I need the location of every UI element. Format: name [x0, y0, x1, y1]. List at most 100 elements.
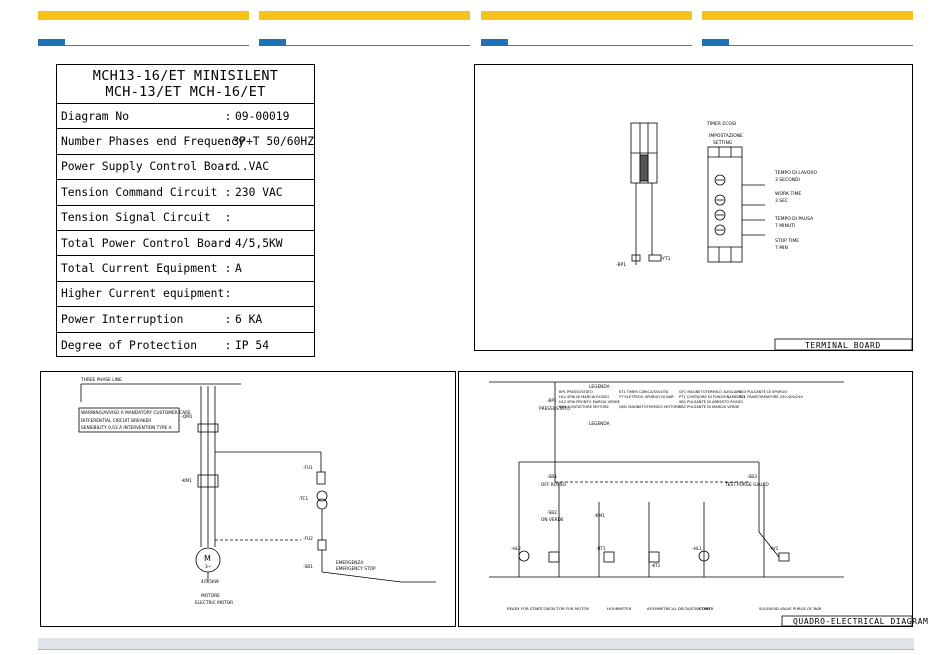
spec-row: Total Current Equipment:A	[57, 256, 314, 282]
motor-label1: MOTORE	[201, 593, 220, 599]
footer-bar	[38, 638, 914, 650]
spec-separator: :	[224, 236, 232, 250]
spec-row: Number Phases end Frequency:3P+T 50/60HZ	[57, 129, 314, 155]
tag-sb1: -SB1	[547, 474, 557, 480]
warning-line1: WARNING/AVVISO A MANDATORY CUSTOMER CARE	[81, 410, 191, 416]
tag-yv1: -YV1	[769, 546, 779, 552]
sb1-label: OFF ROSSO	[541, 482, 567, 488]
work-time-en-val: 3 SEC	[775, 198, 788, 204]
tag-fu2: -FU2	[303, 536, 313, 542]
tag-tc1: -TC1	[299, 496, 309, 502]
work-time-val: 3 SECONDI	[775, 177, 800, 183]
header-rule-2	[259, 45, 470, 46]
terminal-board-label: TERMINAL BOARD	[805, 341, 881, 350]
control-circuit-panel: LEGENDA LEGENDA -BP1 PRESSOSTATO -SB1 OF…	[458, 371, 928, 627]
spec-row: Diagram No:09-00019	[57, 104, 314, 130]
spec-label: Number Phases end Frequency	[61, 135, 245, 149]
tag-fu1: -FU1	[303, 465, 313, 471]
legend-line: YT ELETTROV. SPURGO DI BAR	[619, 395, 674, 399]
legend-line: QM1 MAGNETOTERMICO MOTORE	[619, 405, 681, 409]
spec-separator: :	[223, 135, 231, 149]
control-circuit-drawing: LEGENDA LEGENDA -BP1 PRESSOSTATO -SB1 OF…	[489, 381, 913, 627]
motor-phase: 3~	[205, 564, 212, 570]
spec-table: MCH13-16/ET MINISILENT MCH-13/ET MCH-16/…	[56, 64, 315, 357]
stop-time: STOP TIME	[775, 238, 799, 244]
bottom-label: CONTACTOR FOR MOTOR	[541, 606, 589, 611]
header-tab-1	[38, 39, 65, 46]
emergency-stop: EMERGENCY STOP	[336, 566, 376, 572]
bottom-label: ASYMMETRICAL DELTA/STAR TIMER	[647, 606, 714, 611]
legend-line: TC1 TRASFORMATORE 230-400/24V	[738, 395, 804, 399]
legend-line: KT1 TIMER CARICA/SVUOTA	[619, 390, 669, 394]
work-time-en: WORK TIME	[775, 191, 801, 197]
sb3-label: TEST PURGE GIALLO	[724, 482, 769, 488]
legend-title2: LEGENDA	[589, 421, 610, 427]
spec-label: Diagram No	[61, 109, 130, 123]
tag-qm1: -QM1	[181, 414, 193, 420]
spec-separator: :	[224, 338, 232, 352]
timer-setting-en: SETTING	[713, 140, 733, 146]
header-bar-3	[481, 11, 692, 20]
tag-sb2: -SB2	[547, 510, 557, 516]
bottom-label: START	[699, 606, 711, 611]
spec-title-line2: MCH-13/ET MCH-16/ET	[105, 84, 266, 100]
spec-row: Tension Signal Circuit:	[57, 206, 314, 231]
spec-label: Higher Current equipment	[61, 287, 225, 301]
tag-rt1: -RT1	[596, 546, 606, 552]
legend-line: KM1 CONTATTORE MOTORE	[559, 405, 610, 409]
spec-value: A	[235, 262, 242, 276]
tag-hl1: -HL1	[692, 546, 702, 552]
spec-value: 09-00019	[235, 109, 290, 123]
three-phase-label: THREE PHASE LINE	[80, 377, 122, 383]
spec-label: Tension Signal Circuit	[61, 211, 211, 225]
tag-sb1: -SB1	[303, 564, 313, 570]
spec-row: Power Supply Control Board:..VAC	[57, 155, 314, 181]
legend-line: SB1 PULSANTE DI ARRESTO ROSSO	[679, 400, 743, 404]
motor-label2: ELECTRIC MOTOR	[195, 600, 233, 606]
legend-line: HL1 SPIA DI MARCIA ROSSO	[559, 395, 609, 399]
spec-row: Power Interruption:6 KA	[57, 307, 314, 333]
sb2-label: ON VERDE	[541, 517, 564, 523]
spec-row: Tension Command Circuit:230 VAC	[57, 180, 314, 206]
spec-value: 3P+T 50/60HZ	[232, 135, 314, 149]
quadro-electrical-label: QUADRO-ELECTRICAL DIAGRAM	[793, 617, 929, 626]
spec-label: Power Supply Control Board	[61, 160, 238, 174]
warning-line2: DIFFERENTIAL CIRCUIT BREAKER	[81, 418, 151, 424]
legend-line: PT1 CONTAORE DI FUNZIONAMENTO	[679, 395, 745, 399]
legend-line: BP1 PRESSOSTATO	[559, 390, 593, 394]
bottom-label: SOLENOID VALVE PURGE OF BAR	[759, 606, 822, 611]
power-circuit-drawing: THREE PHASE LINE WARNING/AVVISO A MANDAT…	[78, 377, 436, 606]
header-bar-1	[38, 11, 249, 20]
header-tab-2	[259, 39, 286, 46]
header-rule-3	[481, 45, 692, 46]
tag-kt1: -KT1	[651, 563, 661, 569]
legend-line: HL2 SPIA PRONTO MARCIA VERDE	[559, 400, 621, 404]
legend-line: SB3 PULSANTE DI SPURGO	[739, 390, 787, 394]
tag-sb3: -SB3	[747, 474, 757, 480]
spec-separator: :	[224, 312, 232, 326]
header-tab-3	[481, 39, 508, 46]
timer-title: TIMER ECOSI	[706, 121, 736, 127]
bottom-label: HOURMETER	[607, 606, 632, 611]
legend-title: LEGENDA	[589, 384, 610, 390]
timer-setting: IMPOSTAZIONE	[709, 133, 743, 139]
spec-row: Total Power Control Board:4/5,5KW	[57, 231, 314, 257]
spec-label: Degree of Protection	[61, 338, 198, 352]
motor-tag: M	[204, 554, 211, 563]
spec-label: Total Current Equipment	[61, 262, 218, 276]
stop-time-val: 7 MIN	[775, 245, 788, 251]
spec-separator: :	[224, 287, 232, 301]
spec-value: 6 KA	[235, 312, 263, 326]
legend-line: SB2 PULSANTE DI MARCIA VERDE	[679, 405, 740, 409]
bp1-label: PRESSOSTATO	[539, 406, 570, 412]
spec-value: 230 VAC	[235, 185, 283, 199]
terminal-board-drawing: TIMER ECOSI IMPOSTAZIONE SETTING TEMPO D…	[616, 121, 913, 351]
spec-separator: :	[224, 109, 232, 123]
spec-row: Degree of Protection:IP 54	[57, 333, 314, 358]
spec-value: 4/5,5KW	[235, 236, 283, 250]
emergency: EMERGENZA	[336, 560, 363, 566]
tag-km1: -KM1	[594, 513, 605, 519]
tag-km1: -KM1	[181, 478, 192, 484]
spec-label: Power Interruption	[61, 312, 184, 326]
header-tab-4	[702, 39, 729, 46]
